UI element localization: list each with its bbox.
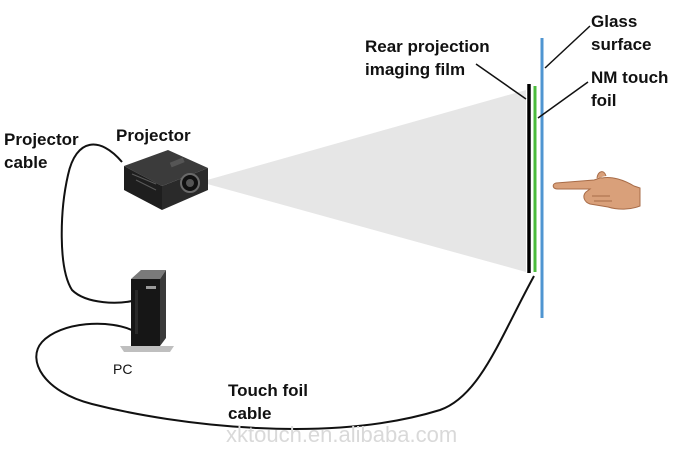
glass-surface-label: Glass surface	[591, 12, 651, 54]
glass-surface-leader	[544, 25, 591, 69]
pc-tower-icon	[120, 270, 174, 352]
projector-icon	[124, 150, 208, 210]
watermark-text: xktouch.en.alibaba.com	[226, 422, 457, 447]
projector-cable-label: Projector cable	[4, 130, 83, 172]
pointing-hand-icon	[552, 171, 641, 210]
pc-label: PC	[113, 361, 132, 377]
rear-film-leader	[475, 63, 527, 100]
touch-foil-cable-label: Touch foil cable	[228, 381, 313, 423]
projection-beam	[200, 90, 526, 272]
projector-cable-line	[60, 143, 137, 304]
touch-foil-cable-line	[35, 275, 535, 430]
nm-touch-foil-label: NM touch foil	[591, 68, 673, 110]
rear-film-label: Rear projection imaging film	[365, 37, 494, 79]
projector-label: Projector	[116, 126, 191, 145]
nm-foil-leader	[537, 81, 589, 119]
